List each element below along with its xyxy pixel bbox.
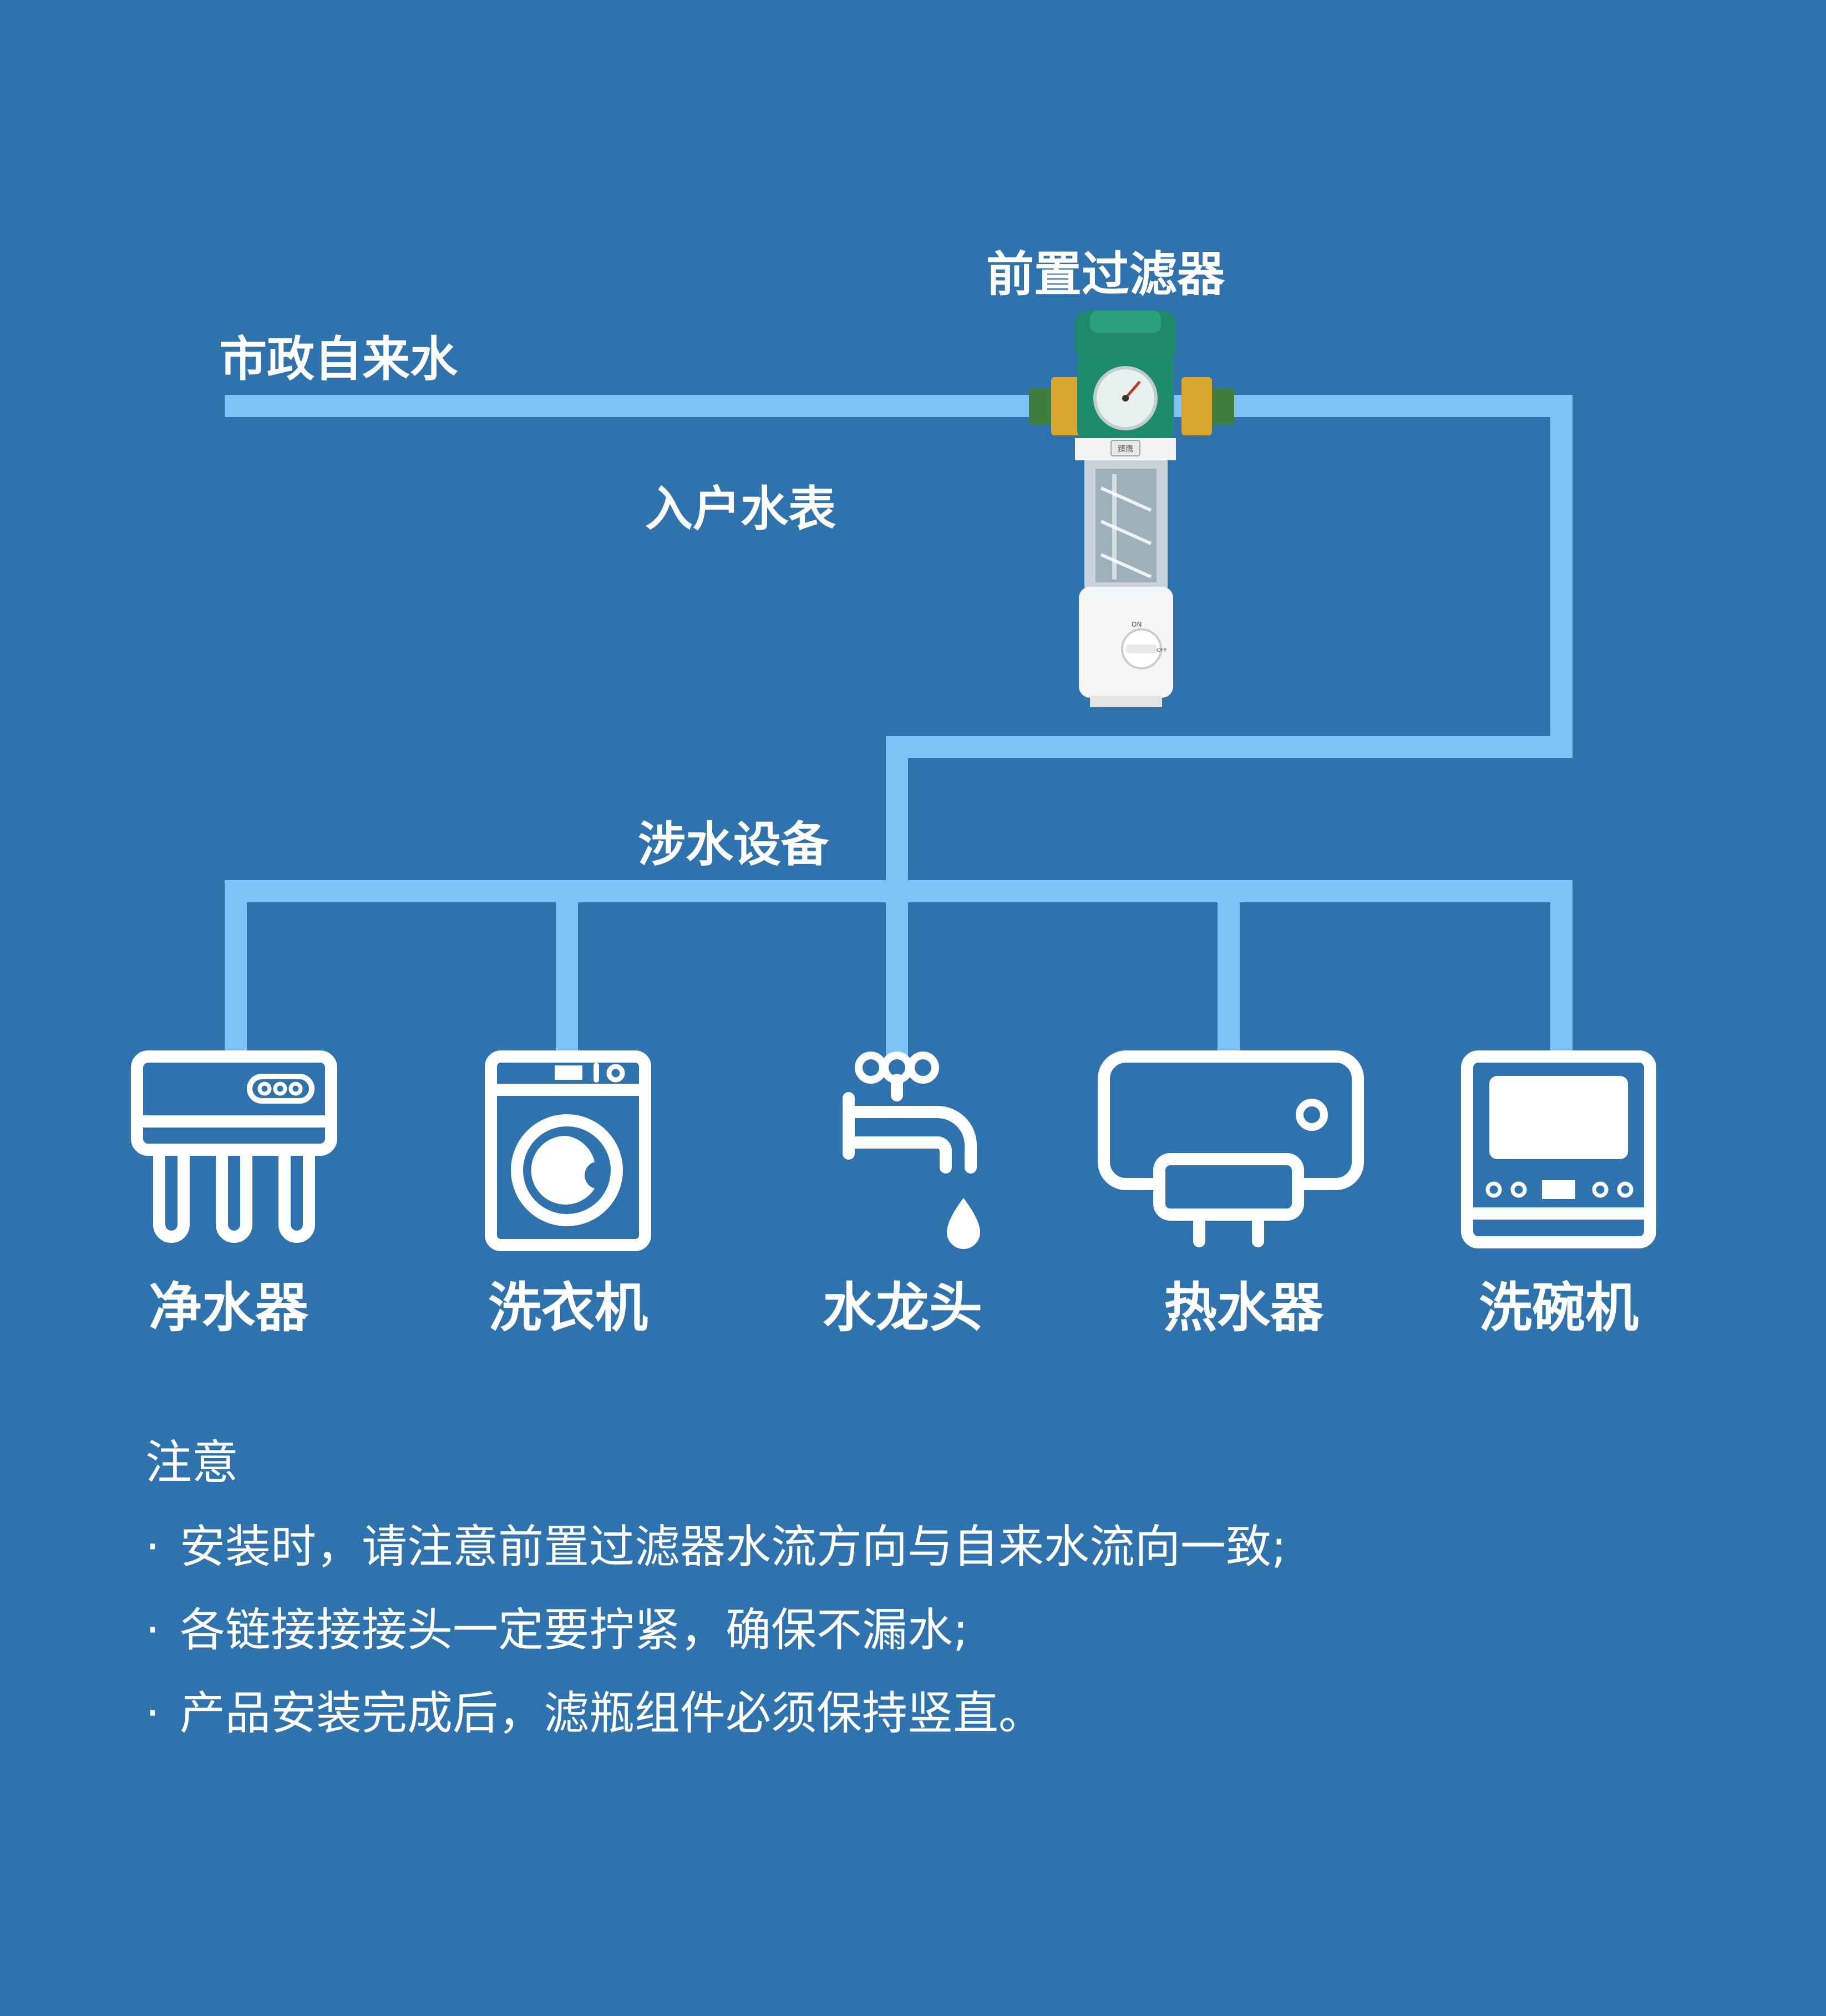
water-system-diagram: 臻鹰 ON OFF <box>131 247 1656 1339</box>
diagram-svg: 臻鹰 ON OFF <box>131 311 1656 1251</box>
note-bullet: · <box>145 1687 160 1740</box>
notes-section: 注意 ·安装时，请注意前置过滤器水流方向与自来水流向一致; ·各链接接接头一定要… <box>145 1439 1754 1774</box>
municipal-water-label: 市政自来水 <box>219 332 458 387</box>
note-text: 各链接接接头一定要拧紧，确保不漏水; <box>180 1604 968 1657</box>
valve-off-label: OFF <box>1157 647 1168 653</box>
note-text: 产品安装完成后，滤瓶组件必须保持竖直。 <box>180 1687 1044 1740</box>
valve-on-label: ON <box>1132 621 1142 628</box>
main-inlet-pipe <box>225 395 1573 417</box>
water-purifier-icon <box>131 1050 337 1243</box>
front-filter-illustration: 臻鹰 ON OFF <box>1029 311 1234 707</box>
note-bullet: · <box>145 1521 160 1573</box>
branch-purifier <box>225 880 247 1052</box>
note-item: ·各链接接接头一定要拧紧，确保不漏水; <box>145 1608 1754 1653</box>
branch-dishwasher <box>1550 880 1573 1052</box>
faucet-icon <box>843 1052 980 1249</box>
note-bullet: · <box>145 1604 160 1657</box>
right-riser-pipe <box>1550 395 1573 758</box>
branch-washer <box>556 880 578 1052</box>
dishwasher-icon <box>1461 1050 1656 1248</box>
device-label-faucet: 水龙头 <box>823 1277 982 1339</box>
brand-plate <box>1110 440 1140 456</box>
device-label-purifier: 净水器 <box>149 1277 308 1339</box>
right-brass-connector <box>1181 377 1212 435</box>
note-item: ·产品安装完成后，滤瓶组件必须保持竖直。 <box>145 1691 1754 1736</box>
notes-title: 注意 <box>145 1435 239 1490</box>
crossover-pipe <box>886 736 1573 758</box>
water-equipment-label: 涉水设备 <box>638 817 829 872</box>
brand-plate-text: 臻鹰 <box>1118 445 1133 454</box>
branch-heater <box>1218 880 1240 1052</box>
gauge-needle <box>1124 380 1141 399</box>
pipe-network <box>225 395 1573 1058</box>
left-brass-connector <box>1051 377 1082 435</box>
washing-machine-icon <box>485 1050 651 1251</box>
note-item: ·安装时，请注意前置过滤器水流方向与自来水流向一致; <box>145 1525 1754 1570</box>
device-label-heater: 热水器 <box>1164 1277 1323 1339</box>
front-filter-label: 前置过滤器 <box>986 247 1225 302</box>
note-text: 安装时，请注意前置过滤器水流方向与自来水流向一致; <box>180 1521 1287 1573</box>
filter-cap-top <box>1090 311 1161 333</box>
water-meter-label: 入户水表 <box>645 481 836 537</box>
water-heater-icon <box>1098 1050 1364 1247</box>
device-label-dishwasher: 洗碗机 <box>1479 1277 1639 1339</box>
device-label-washer: 洗衣机 <box>488 1277 648 1339</box>
left-valve-nut <box>1029 388 1051 424</box>
branch-faucet <box>886 880 908 1058</box>
filter-mesh <box>1095 469 1157 582</box>
right-valve-nut <box>1212 388 1234 424</box>
center-drop-pipe <box>886 736 908 891</box>
